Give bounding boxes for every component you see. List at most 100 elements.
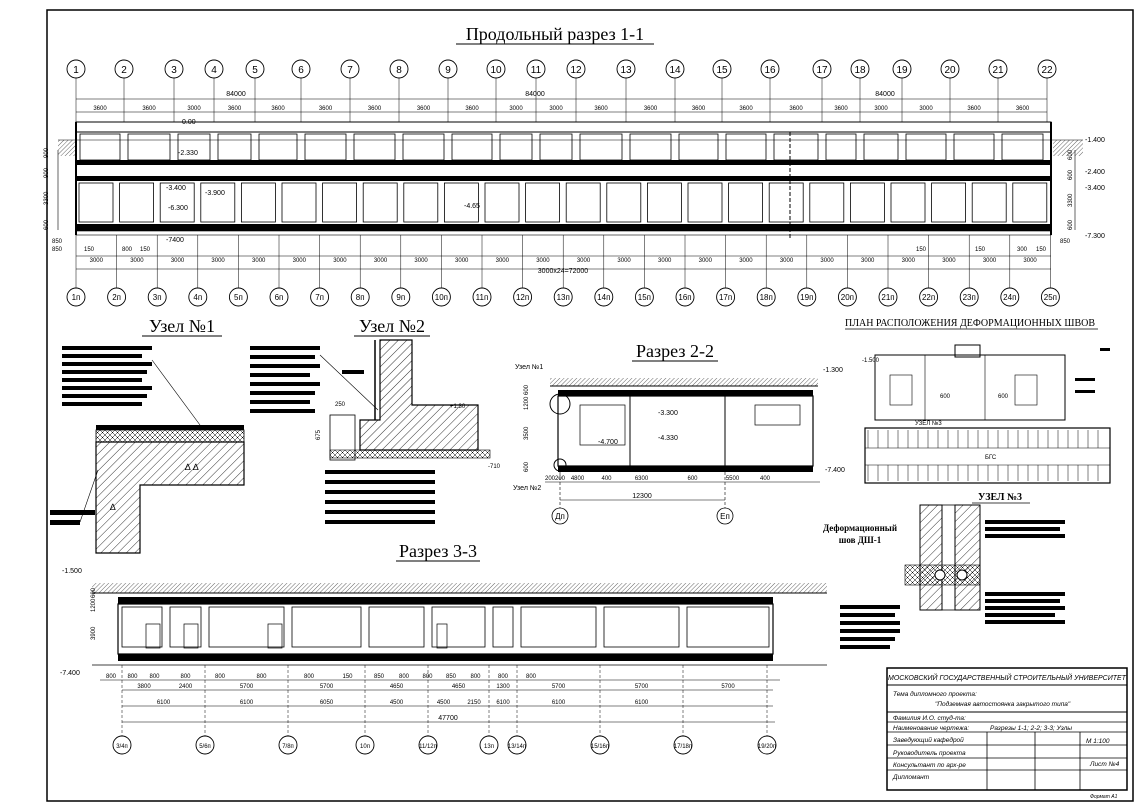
axis-label: 6п (275, 293, 284, 302)
axis-label: 10п (435, 293, 448, 302)
dim-label: 150 (342, 674, 353, 680)
joint-label-2: шов ДШ-1 (839, 535, 882, 545)
section-2-2: Разрез 2-2 Узел №1 Узел №2 -1.300 -3.300… (513, 341, 845, 525)
axis-label: 17/18п (674, 744, 692, 750)
vert-dim: 3300 (1068, 193, 1074, 207)
vert-dim: 3500 (524, 426, 530, 440)
axis-label: 22 (1041, 65, 1053, 76)
axis-label: 7п (315, 293, 324, 302)
vert-dim: 600 (1068, 149, 1074, 160)
axis-label: 13п (484, 744, 494, 750)
axis-label: Дп (555, 512, 565, 521)
dim-label: 800 (399, 674, 410, 680)
axis-label: 12п (516, 293, 529, 302)
axis-label: 8 (396, 65, 402, 76)
axis-marker (66, 287, 86, 307)
vert-dim: 600 (1068, 169, 1074, 180)
axis-label: 17п (719, 293, 732, 302)
level-label: -3.300 (658, 410, 678, 417)
span-dim: 3600 (271, 106, 285, 112)
dim-label: 1300 (496, 684, 510, 690)
span-dim: 3000 (874, 106, 888, 112)
svg-text:∆ ∆: ∆ ∆ (185, 462, 199, 472)
vert-dim: 600 (524, 461, 530, 472)
level-label: -2.400 (1085, 169, 1105, 176)
axis-label: 7 (347, 65, 353, 76)
span-dim: 3600 (368, 106, 382, 112)
level-label: -7.300 (1085, 233, 1105, 240)
misc-dim: 850 (52, 239, 63, 245)
axis-label: 5п (234, 293, 243, 302)
dim-label: 200 (545, 476, 556, 482)
level-label: -6.300 (168, 205, 188, 212)
axis-label: 13 (620, 65, 632, 76)
plan-title: ПЛАН РАСПОЛОЖЕНИЯ ДЕФОРМАЦИОННЫХ ШВОВ (845, 318, 1095, 329)
span-dim: 3600 (465, 106, 479, 112)
tb-author: Фамилия И.О. студ-та: (893, 714, 966, 722)
axis-label: 9 (445, 65, 451, 76)
dim-label: 6100 (635, 700, 649, 706)
plan-label: БГС (985, 455, 997, 461)
axis-label: 19 (896, 65, 908, 76)
node-3-title: УЗЕЛ №3 (978, 492, 1022, 503)
dim-label: 800 (215, 674, 226, 680)
tb-project-line1: Тема дипломного проекта: (893, 690, 977, 698)
axis-label: 11 (531, 65, 542, 76)
span-dim: 3000 (414, 258, 428, 264)
axis-marker (418, 735, 438, 755)
vert-dim: 900 (44, 167, 50, 178)
dim-label: 800 (498, 674, 509, 680)
tb-drawing-label: Наименование чертежа: (893, 725, 969, 732)
axis-marker (634, 287, 654, 307)
axis-marker (551, 507, 569, 525)
span-dim: 3000 (333, 258, 347, 264)
axis-label: 3 (171, 65, 177, 76)
span-dim: 3000 (919, 106, 933, 112)
node-ref-label: Узел №1 (515, 364, 543, 371)
span-dim: 3000 (699, 258, 713, 264)
dim-label: 5700 (721, 684, 735, 690)
tb-sheet: Лист №4 (1089, 761, 1120, 768)
misc-dim: 800 (122, 247, 133, 253)
span-dim: 3000 (293, 258, 307, 264)
misc-dim: 150 (1036, 247, 1047, 253)
axis-marker (757, 735, 777, 755)
misc-dim: 150 (975, 247, 986, 253)
dim-label: 800 (127, 674, 138, 680)
axis-label: 17 (816, 65, 828, 76)
axis-marker (1000, 287, 1020, 307)
dim-label: 850 (374, 674, 385, 680)
dim-label: 600 (687, 476, 698, 482)
misc-dim: 150 (916, 247, 927, 253)
axis-label: 11/12п (419, 744, 437, 750)
span-dim: 3600 (142, 106, 156, 112)
axis-label: 20п (841, 293, 854, 302)
joint-label-1: Деформационный (823, 523, 897, 533)
level-label: -2.330 (178, 150, 198, 157)
axis-marker (391, 287, 411, 307)
dim-label: 4800 (571, 476, 585, 482)
vert-dim: 3300 (44, 191, 50, 205)
span-dim: 3000 (617, 258, 631, 264)
overall-dim-1: 84000 (226, 91, 246, 98)
span-dim: 3600 (1016, 106, 1030, 112)
span-dim: 3000 (211, 258, 225, 264)
level-label: -7.400 (60, 670, 80, 677)
node-1: Узел №1 ∆ ∆ ∆ (50, 316, 245, 554)
axis-label: 19п (800, 293, 813, 302)
axis-marker (878, 287, 898, 307)
plan-level: -1.500 (862, 358, 880, 364)
span-dim: 3600 (93, 106, 107, 112)
svg-text:675: 675 (316, 429, 322, 440)
axis-label: 3/4п (116, 744, 128, 750)
axis-label: 1 (73, 65, 79, 76)
axis-label: 11п (476, 293, 489, 302)
tb-supervisor: Руководитель проекта (893, 749, 966, 757)
axis-label: 3п (153, 293, 162, 302)
plan-node-ref: УЗЕЛ №3 (915, 420, 942, 427)
level-label: -7400 (166, 237, 184, 244)
span-dim: 3600 (692, 106, 706, 112)
svg-text:250: 250 (335, 402, 346, 408)
dim-label: 6100 (157, 700, 171, 706)
dim-label: 5700 (552, 684, 566, 690)
